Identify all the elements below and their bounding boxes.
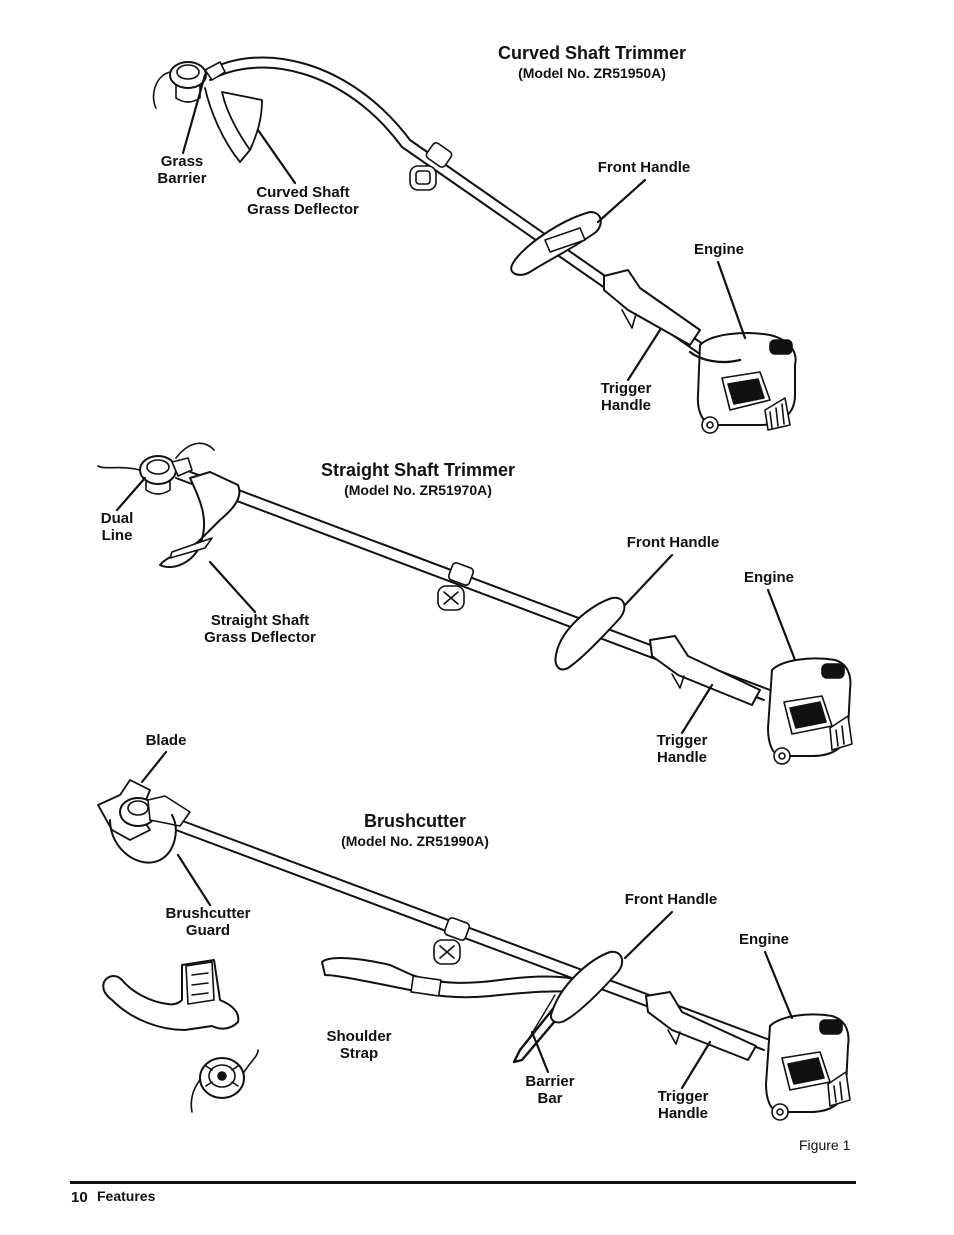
- straight-trigger-handle: [649, 635, 761, 706]
- brushcutter-model: (Model No. ZR51990A): [341, 833, 489, 849]
- curved-grass-deflector: [204, 87, 263, 163]
- curved-shaft: [204, 56, 741, 371]
- brushcutter-engine: [765, 1013, 851, 1121]
- label-blade: Blade: [145, 732, 187, 749]
- brushcutter-front-handle: [550, 950, 624, 1024]
- label-brushcutter-front-handle: Front Handle: [624, 891, 718, 908]
- curved-trimmer-model: (Model No. ZR51950A): [518, 65, 666, 81]
- curved-trimmer-title: Curved Shaft Trimmer: [497, 43, 687, 63]
- brushcutter-guard-shape: [109, 814, 177, 864]
- straight-shaft-trimmer-drawing: [97, 442, 853, 765]
- brushcutter-clamp-knob: [433, 917, 471, 965]
- brushcutter-shaft: [179, 819, 771, 1041]
- brushcutter-trigger-handle: [645, 991, 757, 1061]
- brushcutter-blade-head: [97, 779, 191, 841]
- curved-engine: [688, 332, 797, 434]
- inset-trimmer-head: [190, 1049, 259, 1113]
- straight-front-handle: [554, 596, 626, 671]
- straight-shaft-clamp-knob: [437, 562, 475, 611]
- brushcutter-drawing: [97, 779, 851, 1121]
- straight-engine: [767, 657, 853, 765]
- callout-leaders: [115, 73, 797, 1090]
- footer-rule: [70, 1181, 856, 1184]
- inset-trimmer-guard: [102, 959, 240, 1031]
- curved-shaft-clamp-knob: [409, 142, 453, 191]
- page-number: 10: [71, 1189, 88, 1206]
- figure-caption: Figure 1: [799, 1137, 851, 1153]
- straight-trimmer-head: [97, 442, 215, 495]
- straight-grass-deflector: [159, 471, 241, 568]
- curved-trigger-handle: [603, 269, 701, 346]
- label-straight-front-handle: Front Handle: [626, 534, 720, 551]
- straight-trimmer-title: Straight Shaft Trimmer: [320, 460, 516, 480]
- section-name: Features: [97, 1188, 156, 1204]
- label-straight-engine: Engine: [743, 569, 795, 586]
- curved-shaft-trimmer-drawing: [152, 56, 797, 434]
- label-curved-engine: Engine: [693, 241, 745, 258]
- label-brushcutter-engine: Engine: [738, 931, 790, 948]
- brushcutter-title: Brushcutter: [363, 811, 467, 831]
- straight-trimmer-model: (Model No. ZR51970A): [344, 482, 492, 498]
- curved-trimmer-head: [152, 61, 226, 109]
- label-curved-front-handle: Front Handle: [597, 159, 691, 176]
